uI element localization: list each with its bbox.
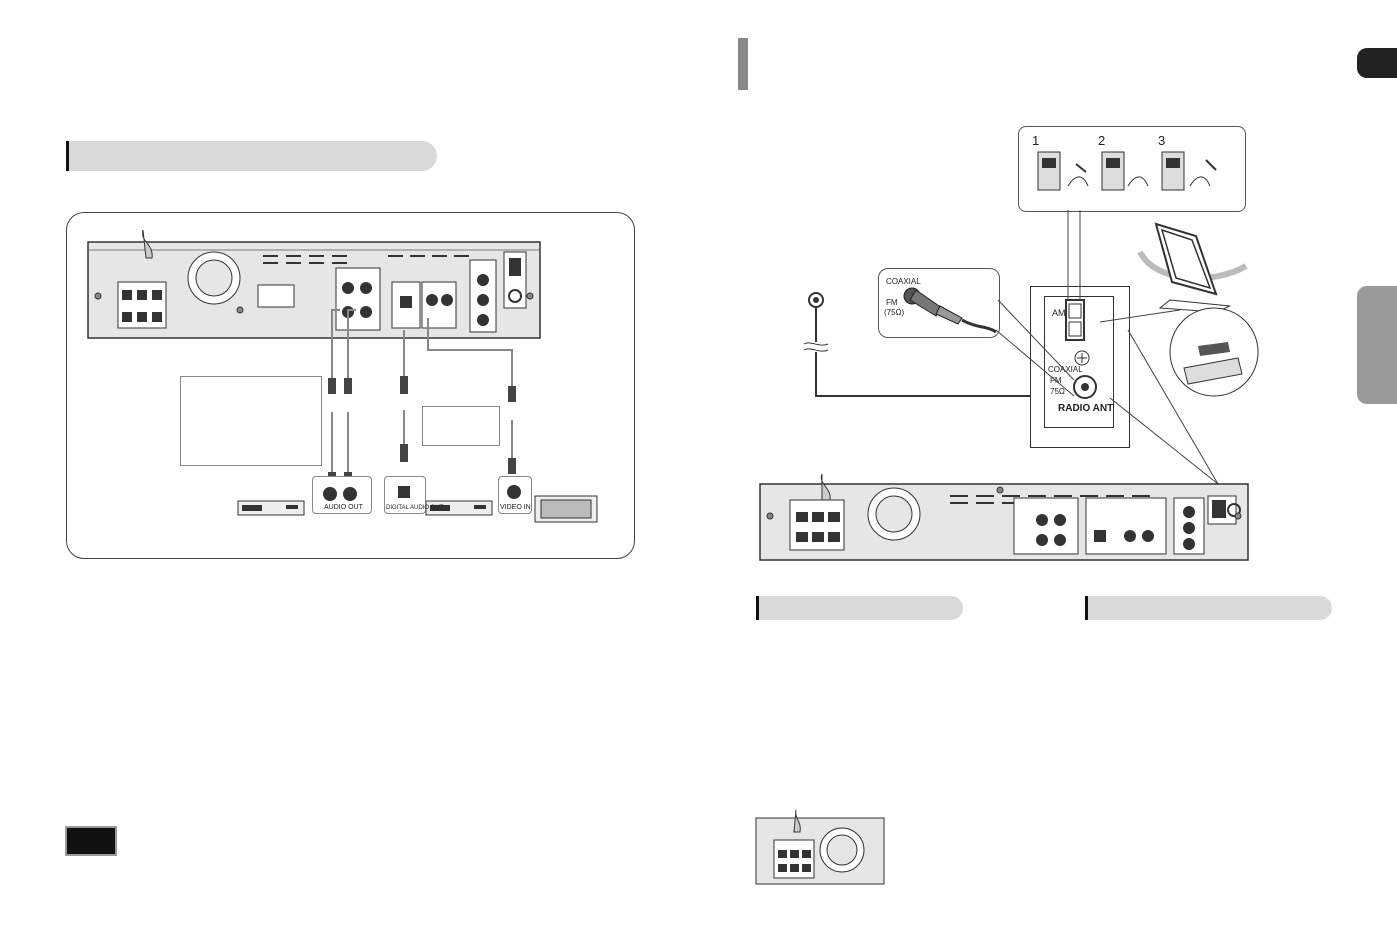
page-tab-dark bbox=[1357, 48, 1397, 78]
audio-out-jacks bbox=[323, 487, 357, 501]
radio-ant-label: RADIO ANT bbox=[1058, 403, 1114, 414]
external-device-2 bbox=[425, 500, 493, 516]
step-3-number: 3 bbox=[1158, 133, 1166, 148]
coaxial-label-1: COAXIAL bbox=[886, 277, 921, 286]
step-2-number: 2 bbox=[1098, 133, 1106, 148]
section-header-bar-right bbox=[1085, 596, 1332, 620]
coaxial-label-2: FM bbox=[886, 298, 898, 307]
am-terminal-clips bbox=[1065, 299, 1085, 341]
digital-callout-box bbox=[422, 406, 500, 446]
optical-jack bbox=[398, 486, 410, 498]
coaxial-plug bbox=[903, 287, 997, 334]
fm-terminal-label-3: 75Ω bbox=[1050, 387, 1065, 396]
ground-screw bbox=[1074, 350, 1090, 366]
antenna-steps-illustration bbox=[1037, 151, 1217, 191]
am-terminal-label: AM bbox=[1052, 308, 1066, 318]
section-header-bar bbox=[66, 141, 437, 171]
receiver-rear-panel bbox=[87, 229, 541, 339]
zoom-detail-circle bbox=[1169, 307, 1259, 397]
section-header-bar-left bbox=[756, 596, 963, 620]
external-device-1 bbox=[237, 500, 305, 516]
digital-audio-label: DIGITAL AUDIO OUT bbox=[386, 505, 444, 511]
coaxial-label-3: (75Ω) bbox=[884, 308, 905, 317]
video-in-jack bbox=[507, 485, 521, 499]
fm-coax-jack bbox=[1073, 375, 1097, 399]
receiver-rear-panel-right bbox=[759, 473, 1249, 561]
video-in-label: VIDEO IN bbox=[500, 504, 531, 511]
section-side-tab bbox=[1357, 286, 1397, 404]
audio-out-label: AUDIO OUT bbox=[324, 504, 363, 511]
tv-body bbox=[534, 495, 598, 523]
audio-callout-box bbox=[180, 376, 322, 466]
fm-terminal-label-1: COAXIAL bbox=[1048, 365, 1083, 374]
audio-out-jack-panel bbox=[312, 476, 372, 514]
title-marker bbox=[738, 38, 748, 90]
note-badge bbox=[65, 826, 117, 856]
am-loop-antenna bbox=[1137, 222, 1248, 313]
receiver-thumbnail bbox=[755, 809, 885, 885]
step-1-number: 1 bbox=[1032, 133, 1040, 148]
